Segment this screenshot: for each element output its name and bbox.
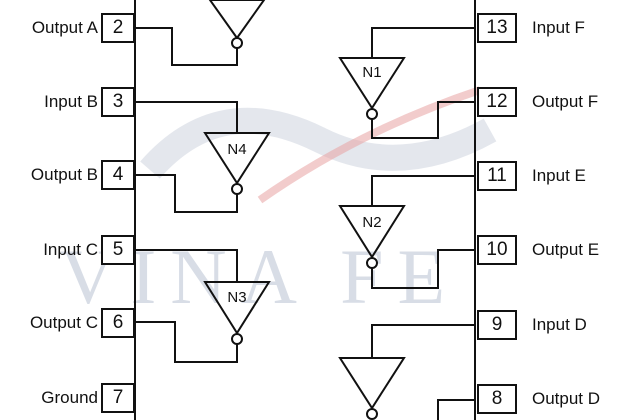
watermark-swoosh (140, 86, 497, 204)
pin-7-label: Ground (41, 388, 98, 407)
pin-5-label: Input C (43, 240, 98, 259)
pin-2-box: 2 (101, 13, 135, 43)
wire-input-f (371, 27, 475, 58)
pin-3-box: 3 (101, 87, 135, 117)
gate-n2-symbol (338, 205, 406, 259)
pin-10-label: Output E (532, 240, 600, 259)
pin-7-box: 7 (101, 383, 135, 413)
wire-input-d (371, 324, 475, 358)
wire-output-b (135, 174, 238, 213)
pin-9-label: Input D (532, 315, 587, 334)
pin-12-label: Output F (532, 92, 599, 111)
gate-n1-symbol (338, 57, 406, 110)
gate-n1-label: N1 (362, 64, 382, 81)
pin-9-box: 9 (477, 310, 517, 340)
pin-13-box: 13 (477, 13, 517, 43)
pin-11-box: 11 (477, 161, 517, 191)
wire-input-c (135, 249, 238, 282)
pin-10-box: 10 (477, 235, 517, 265)
gate-n2-label: N2 (362, 214, 382, 231)
gate-n3-label: N3 (227, 289, 247, 306)
pin-12-box: 12 (477, 87, 517, 117)
gate-bottom-right-symbol (338, 357, 406, 410)
pin-13-label: Input F (532, 18, 585, 37)
wire-output-f (371, 101, 475, 139)
gate-n4-label: N4 (227, 141, 247, 158)
gate-top-left-symbol (208, 0, 266, 40)
pin-4-box: 4 (101, 160, 135, 190)
pin-5-box: 5 (101, 235, 135, 265)
wire-output-a (135, 27, 238, 66)
pin-6-label: Output C (29, 313, 98, 332)
pin-8-box: 8 (477, 384, 517, 414)
wire-output-e (371, 249, 475, 289)
wire-output-c (135, 321, 238, 363)
pin-3-label: Input B (44, 92, 98, 111)
pin-8-label: Output D (532, 389, 601, 408)
pin-2-label: Output A (31, 18, 98, 37)
wire-input-e (371, 175, 475, 206)
wire-input-b (135, 101, 238, 133)
pin-6-box: 6 (101, 308, 135, 338)
gate-n4-symbol (203, 132, 271, 185)
pin-11-label: Input E (532, 166, 586, 185)
pin-4-label: Output B (30, 165, 98, 184)
wire-output-d (437, 399, 475, 420)
gate-n3-symbol (203, 281, 271, 335)
